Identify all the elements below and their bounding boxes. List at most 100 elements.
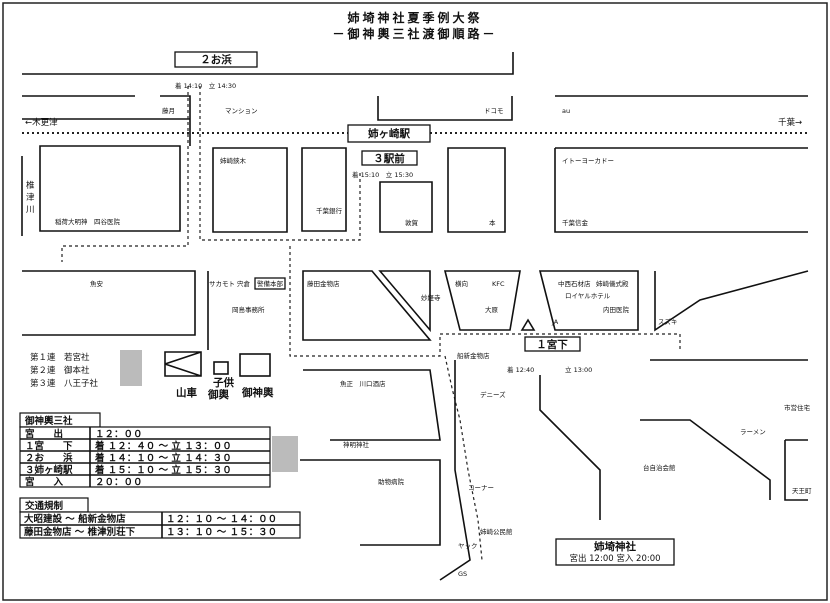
legend-mikoshi: 御神輿 (241, 386, 274, 399)
landmark-ohara: 大原 (485, 305, 499, 314)
river-label-2: 津 (26, 192, 35, 203)
road (377, 96, 513, 121)
road (640, 359, 808, 500)
road (539, 375, 601, 520)
traffic-header: 交通規制 (25, 500, 64, 512)
block-inari (39, 145, 181, 232)
map-title: 姉埼神社夏季例大祭 (347, 10, 482, 25)
landmark-ramen: ラーメン (740, 428, 766, 436)
block-tsukuji (379, 181, 433, 233)
landmark-gyoan: 魚安 (90, 279, 104, 288)
traffic-time-0: １２：１０ ～ １４：００ (166, 514, 277, 525)
stop-ekimae-label: ３駅前 (373, 152, 405, 165)
landmark-yakku: ヤック (458, 542, 478, 550)
road (22, 270, 196, 336)
landmark-uoshou: 魚正 川口酒店 (340, 379, 386, 388)
landmark-tenmachi: 天王町 (792, 487, 812, 495)
river-label-3: 川 (26, 205, 35, 215)
landmark-royal: ロイヤルホテル (565, 292, 611, 300)
legend-kodomo: 子供 (213, 376, 234, 389)
stop-ohama-label: ２お浜 (200, 53, 232, 66)
direction-left: ←木更津 (25, 117, 58, 128)
legend-swatch (120, 350, 142, 386)
landmark-corner: コーナー (468, 484, 494, 492)
schedule-place-2: ２お 浜 (25, 452, 73, 464)
block-anesaki-kama (212, 147, 288, 233)
dashi-symbol (164, 351, 202, 377)
landmark-anesaki-koumin: 姉崎公民館 (480, 527, 513, 536)
landmark-shishido: 宍倉 (237, 279, 251, 288)
stop-miyashita-label: １宮下 (536, 338, 568, 351)
stop-miyashita-depart: 立 13:00 (565, 365, 592, 374)
landmark-anesaki-ryoshiki: 姉崎儀式殿 (596, 279, 629, 288)
schedule-time-0: １２：００ (95, 429, 143, 440)
schedule-place-4: 宮 入 (25, 476, 64, 488)
road (300, 459, 441, 546)
schedule-place-3: ３姉ヶ崎駅 (25, 464, 73, 476)
mikoshi-symbol (239, 353, 271, 377)
legend-dashi: 山車 (176, 386, 197, 399)
landmark-inari: 稲荷大明神 四谷医院 (55, 217, 121, 226)
block-fujita (302, 270, 432, 341)
triangle-marker (520, 318, 536, 331)
route-line (199, 86, 361, 241)
landmark-chiba-shinkin: 千葉信金 (562, 218, 589, 227)
schedule-header: 御神輿三社 (24, 415, 73, 427)
landmark-fujitsuki: 藤月 (162, 106, 175, 115)
landmark-kfc: KFC (492, 280, 505, 288)
traffic-grid (20, 512, 300, 538)
stop-ekimae-time: 着 15:10 立 15:30 (352, 170, 413, 179)
stop-miyashita-box (524, 336, 581, 352)
landmark-shiei: 市営住宅 (784, 403, 811, 412)
schedule-time-1: 着 １２：４０ ～ 立 １３：００ (94, 440, 232, 452)
block (378, 270, 431, 333)
route-line (61, 86, 189, 262)
landmark-au: au (562, 107, 570, 115)
stop-ohama-time: 着 14:10 立 14:30 (175, 81, 236, 90)
landmark-ja: JA (551, 318, 559, 326)
block-chiba-bank (301, 147, 347, 232)
legend-ren3: 第３連 八王子社 (30, 378, 99, 389)
landmark-yokomura: 横向 (455, 279, 468, 288)
block-hon (447, 147, 506, 233)
road (784, 439, 808, 501)
schedule-time-3: 着 １５：１０ ～ 立 １５：３０ (94, 464, 232, 476)
schedule-grid (20, 427, 270, 487)
station-name: 姉ヶ崎駅 (368, 127, 410, 140)
road (654, 270, 809, 332)
landmark-keibi: 警備本部 (257, 279, 284, 288)
landmark-ito-yokado: イトーヨーカドー (562, 157, 614, 165)
landmark-myokenji: 妙経寺 (421, 293, 441, 302)
landmark-fujita: 藤田金物店 (307, 279, 340, 288)
shrine-box (555, 538, 675, 566)
landmark-dennys: デニーズ (480, 390, 506, 399)
landmark-anesaki-kama: 姉崎鋏木 (220, 156, 247, 165)
schedule-time-4: ２０：００ (95, 477, 143, 488)
landmark-suzuki: スズキ (658, 317, 678, 326)
landmark-shinmei: 神明神社 (343, 440, 370, 449)
block (160, 95, 191, 146)
legend-ren2: 第２連 御本社 (30, 365, 90, 376)
road (303, 369, 441, 441)
legend-kodomo-2: 御輿 (207, 388, 229, 401)
landmark-chiba-bank: 千葉銀行 (316, 206, 343, 215)
route-line (289, 246, 681, 357)
schedule-table (19, 426, 271, 488)
landmark-docomo: ドコモ (484, 107, 504, 115)
schedule-swatch (272, 436, 298, 472)
schedule-place-0: 宮 出 (25, 428, 63, 440)
block-kfc (443, 270, 521, 331)
traffic-section-1: 藤田金物店 ～ 椎津別荘下 (24, 526, 136, 538)
station-box (347, 124, 431, 143)
keibi-box (254, 277, 286, 290)
landmark-tsukuji: 敦賀 (405, 218, 419, 227)
landmark-nikka: 助物病院 (378, 477, 405, 486)
direction-right: 千葉→ (778, 117, 802, 128)
schedule-time-2: 着 １４：１０ ～ 立 １４：３０ (94, 452, 232, 464)
road (439, 360, 471, 581)
block-nakanishi (538, 270, 639, 331)
traffic-section-0: 大昭建設 ～ 船新金物店 (24, 513, 126, 525)
